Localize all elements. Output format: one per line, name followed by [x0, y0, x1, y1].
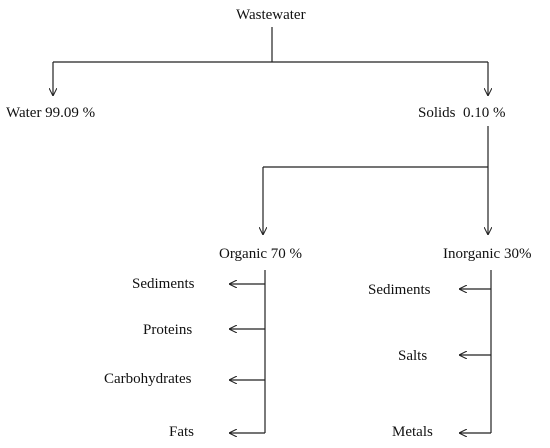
salts-label: Salts [398, 348, 428, 364]
solids-node-label: Solids 0.10 % [418, 105, 506, 121]
carbohydrates-label: Carbohydrates [104, 371, 192, 387]
inorganic-sediments-label: Sediments [368, 282, 431, 298]
organic-node-label: Organic 70 % [219, 246, 303, 262]
fats-label: Fats [169, 424, 195, 440]
root-node-label: Wastewater [236, 7, 306, 23]
organic-sediments-label: Sediments [132, 276, 195, 292]
inorganic-node-label: Inorganic 30% [443, 246, 532, 262]
water-node-label: Water 99.09 % [6, 105, 96, 121]
proteins-label: Proteins [143, 322, 193, 338]
metals-label: Metals [392, 424, 433, 440]
